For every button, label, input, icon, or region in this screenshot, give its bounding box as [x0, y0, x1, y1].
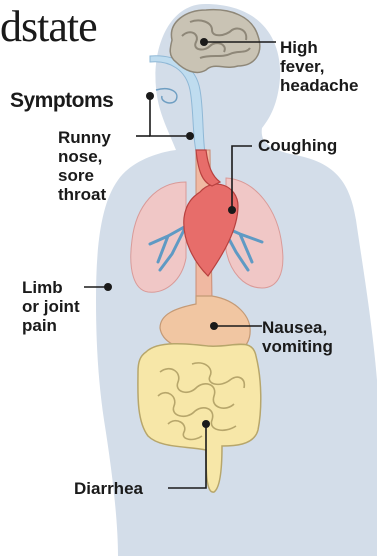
symptoms-heading: Symptoms	[10, 89, 113, 113]
label-limb-joint-pain: Limb or joint pain	[22, 278, 80, 335]
label-nausea-vomiting: Nausea, vomiting	[262, 318, 333, 356]
label-runny-nose-sore-throat: Runny nose, sore throat	[58, 128, 111, 204]
throat-marker-dot	[186, 132, 194, 140]
label-coughing: Coughing	[258, 136, 337, 155]
brain	[170, 10, 260, 73]
label-high-fever-headache: High fever, headache	[280, 38, 358, 95]
title-fragment: dstate	[0, 4, 97, 50]
label-diarrhea: Diarrhea	[74, 479, 143, 498]
